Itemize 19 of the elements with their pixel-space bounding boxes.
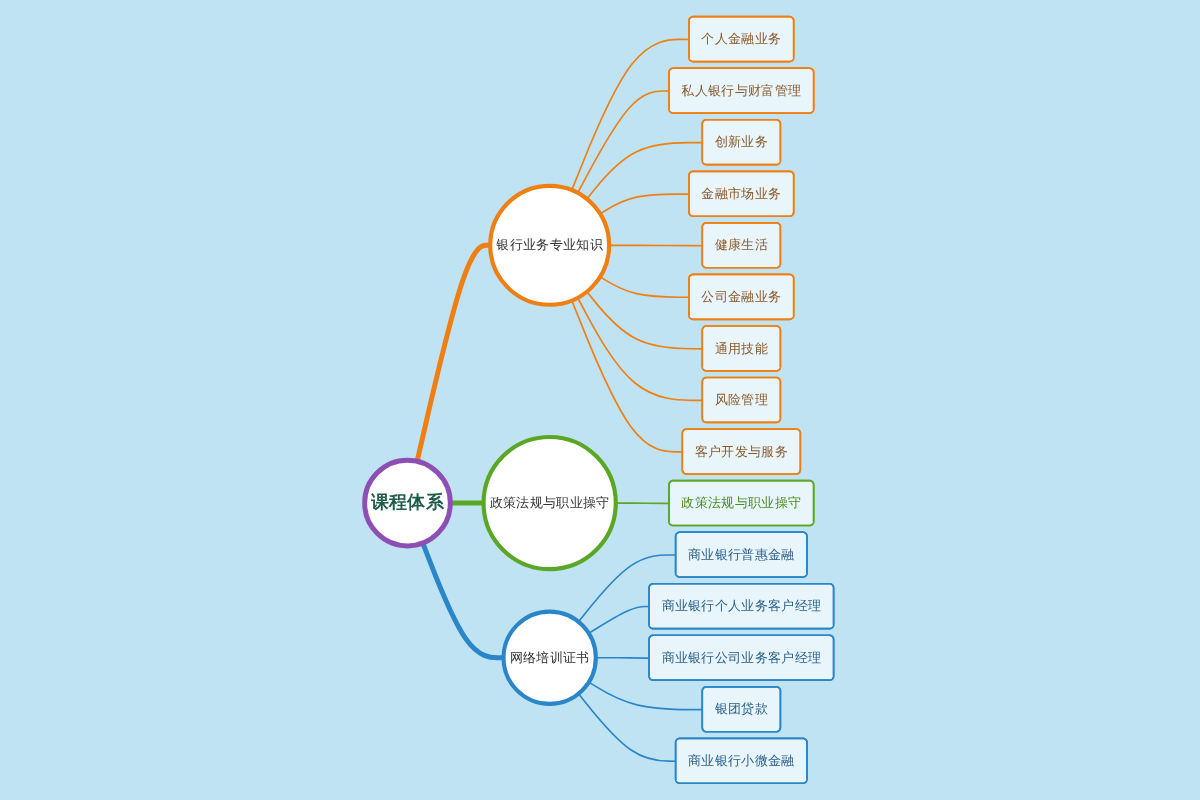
connector bbox=[577, 90, 672, 194]
connector bbox=[588, 681, 705, 711]
connector bbox=[615, 502, 672, 505]
connector bbox=[600, 275, 692, 299]
connector bbox=[451, 500, 485, 506]
connector bbox=[600, 193, 692, 215]
connector bbox=[415, 242, 492, 462]
node-circle: 课程体系 bbox=[363, 457, 454, 549]
connector bbox=[578, 692, 678, 763]
connector bbox=[586, 290, 705, 350]
connector bbox=[571, 299, 685, 453]
connector bbox=[595, 656, 652, 659]
connector bbox=[588, 605, 652, 635]
connector bbox=[578, 554, 678, 623]
connector bbox=[571, 38, 692, 191]
connector bbox=[577, 296, 705, 402]
connector bbox=[586, 141, 705, 200]
connector bbox=[421, 542, 505, 661]
connector bbox=[609, 244, 705, 247]
